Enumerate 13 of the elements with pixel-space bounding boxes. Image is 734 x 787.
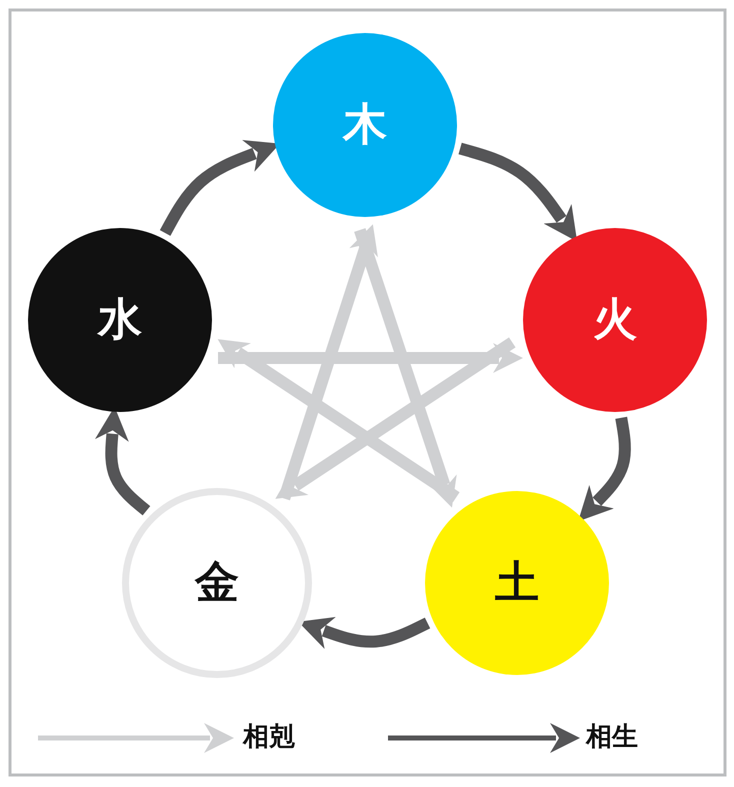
legend-label: 相生 bbox=[586, 724, 638, 750]
arrow bbox=[218, 343, 523, 373]
element-label: 土 bbox=[495, 561, 539, 605]
arrow bbox=[218, 339, 460, 502]
arrow bbox=[275, 337, 516, 499]
element-label: 水 bbox=[98, 298, 142, 342]
arrow bbox=[578, 416, 631, 522]
element-label: 木 bbox=[343, 103, 387, 147]
legend-label: 相剋 bbox=[243, 724, 295, 750]
element-label: 火 bbox=[593, 298, 637, 342]
arrow bbox=[278, 224, 378, 500]
element-label: 金 bbox=[195, 561, 239, 605]
arrow bbox=[354, 228, 457, 508]
